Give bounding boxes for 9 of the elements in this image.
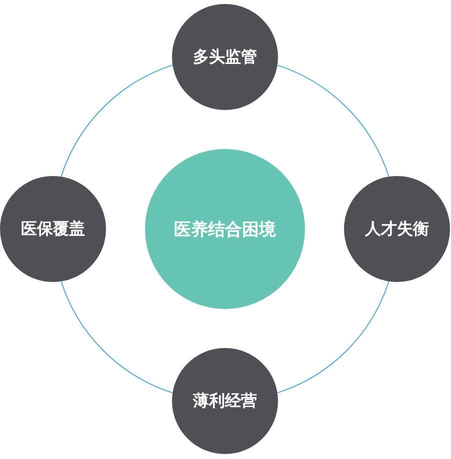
- ring-arc: [276, 64, 390, 178]
- topic-circle: 薄利经营: [172, 348, 278, 454]
- topic-circle: 多头监管: [172, 4, 278, 110]
- topic-circle: 医保覆盖: [0, 176, 106, 282]
- ring-arc: [60, 64, 174, 178]
- center-circle: 医养结合困境: [145, 149, 305, 309]
- topic-circle: 人才失衡: [344, 176, 450, 282]
- ring-arc: [276, 280, 390, 394]
- ring-arc: [60, 280, 174, 394]
